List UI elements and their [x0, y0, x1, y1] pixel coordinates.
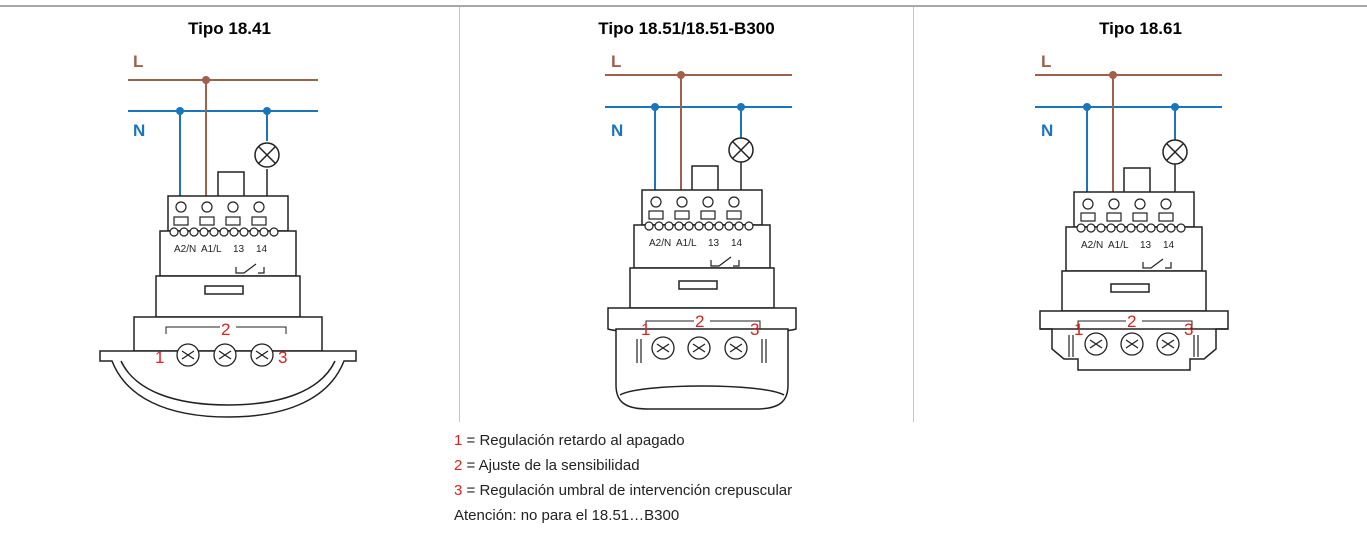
terminal-label: A2/N — [174, 244, 196, 255]
lamp-icon — [728, 137, 754, 163]
top-rule — [0, 5, 1367, 7]
panel-title: Tipo 18.61 — [1099, 19, 1182, 38]
legend-text: = Ajuste de la sensibilidad — [462, 457, 640, 474]
adjuster-number: 1 — [641, 320, 650, 339]
wiring-diagram: A2/N A1/L 13 14 1 2 3 — [99, 76, 357, 418]
adjuster-bracket — [1077, 320, 1193, 329]
legend-item-2: 2 = Ajuste de la sensibilidad — [454, 453, 792, 478]
terminal-label: 13 — [233, 244, 245, 255]
line-n-label: N — [1041, 121, 1054, 140]
housing-slots — [1068, 335, 1199, 357]
adjuster-screws — [176, 343, 274, 367]
terminal-screws — [169, 201, 279, 237]
terminal-label: 14 — [256, 244, 268, 255]
adjuster-screws — [1084, 332, 1180, 356]
adjuster-bracket — [645, 320, 761, 329]
terminal-screws — [644, 196, 754, 231]
panel-divider — [913, 7, 914, 422]
panel-divider — [459, 7, 460, 422]
line-n-label: N — [611, 121, 624, 140]
terminal-label: A1/L — [201, 244, 222, 255]
terminal-label: 13 — [708, 238, 720, 249]
adjuster-number: 3 — [1184, 320, 1193, 339]
legend-item-1: 1 = Regulación retardo al apagado — [454, 428, 792, 453]
terminal-label: A2/N — [649, 238, 671, 249]
contact-symbol — [710, 256, 740, 267]
panel-title: Tipo 18.51/18.51-B300 — [598, 19, 775, 38]
legend-text: = Regulación retardo al apagado — [462, 432, 685, 449]
wiring-diagram: A2/N A1/L 13 14 1 2 3 — [1035, 71, 1229, 371]
contact-symbol — [235, 263, 265, 274]
line-n-label: N — [133, 121, 146, 140]
adjuster-number: 1 — [155, 348, 164, 367]
panel-18-51: Tipo 18.51/18.51-B300 L N — [460, 7, 913, 427]
legend-note: Atención: no para el 18.51…B300 — [454, 507, 680, 524]
legend-number: 3 — [454, 482, 463, 499]
line-l-label: L — [611, 52, 622, 71]
panel-18-61: Tipo 18.61 L N — [914, 7, 1367, 427]
adjuster-screws — [651, 336, 748, 360]
terminal-label: A2/N — [1081, 240, 1103, 251]
legend-item-3: 3 = Regulación umbral de intervención cr… — [454, 478, 792, 503]
adjuster-number: 2 — [1127, 312, 1136, 331]
adjuster-number: 1 — [1074, 320, 1083, 339]
panel-title: Tipo 18.41 — [188, 19, 271, 38]
terminal-label: 14 — [731, 238, 743, 249]
adjuster-number: 3 — [750, 320, 759, 339]
line-l-label: L — [133, 52, 144, 71]
terminal-label: A1/L — [676, 238, 697, 249]
adjuster-number: 2 — [695, 312, 704, 331]
terminal-label: 14 — [1163, 240, 1175, 251]
wiring-diagram: A2/N A1/L 13 14 1 2 3 — [605, 71, 797, 410]
adjuster-number: 3 — [278, 348, 287, 367]
adjuster-bracket — [165, 326, 287, 334]
contact-symbol — [1142, 258, 1172, 269]
terminal-label: 13 — [1140, 240, 1152, 251]
legend-text: = Regulación umbral de intervención crep… — [462, 482, 793, 499]
relay-body — [607, 165, 797, 410]
housing-slots — [636, 339, 767, 363]
line-l-label: L — [1041, 52, 1052, 71]
legend: 1 = Regulación retardo al apagado 2 = Aj… — [454, 428, 792, 528]
adjuster-number: 2 — [221, 320, 230, 339]
supply-lines — [1035, 71, 1222, 210]
legend-number: 1 — [454, 432, 463, 449]
terminal-label: A1/L — [1108, 240, 1129, 251]
lamp-icon — [1162, 139, 1188, 165]
relay-body — [99, 171, 357, 418]
terminal-screws — [1076, 198, 1186, 233]
lamp-icon — [254, 142, 280, 168]
panel-18-41: Tipo 18.41 L N — [0, 7, 459, 427]
legend-number: 2 — [454, 457, 463, 474]
